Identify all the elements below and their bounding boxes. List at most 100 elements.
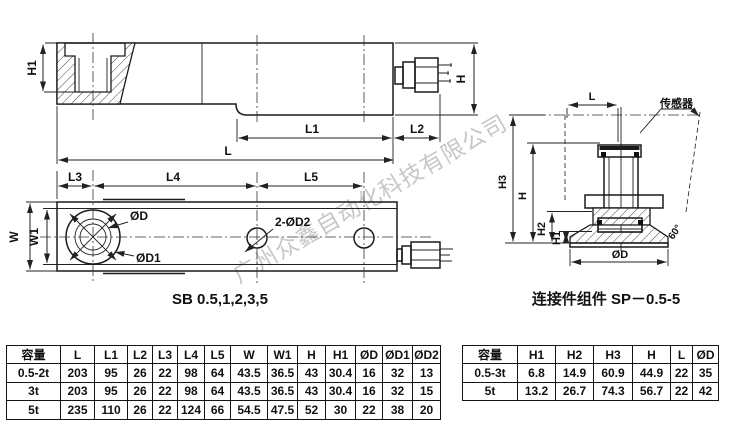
table-cell: 35 (692, 363, 719, 383)
table-cell: 30.4 (325, 381, 356, 402)
dim-label-l-sp: L (589, 91, 596, 103)
table-cell: 98 (177, 363, 205, 383)
table-header-cell: ØD (692, 344, 719, 365)
table-cell: 15 (412, 381, 441, 402)
table-cell: 64 (204, 381, 231, 402)
table-header-cell: H1 (517, 344, 556, 365)
table-cell: 26 (127, 400, 153, 420)
table-cell: 124 (177, 400, 205, 420)
sensor-callout-label: 传感器 (659, 96, 694, 110)
table-header-cell: L1 (94, 344, 128, 365)
table-header-cell: ØD (355, 344, 383, 365)
table-cell: 43.5 (230, 363, 268, 383)
table-cell: 203 (60, 381, 95, 402)
table-cell: 43.5 (230, 381, 268, 402)
table-header-cell: L3 (152, 344, 178, 365)
table-cell: 5t (462, 381, 518, 402)
table-header-cell: H (297, 344, 326, 365)
table-cell: 26 (127, 381, 153, 402)
table-header-cell: ØD2 (412, 344, 441, 365)
table-cell: 30.4 (325, 363, 356, 383)
table-cell: 22 (152, 363, 178, 383)
table-cell: 26.7 (555, 381, 594, 402)
table-cell: 66 (204, 400, 231, 420)
table-cell: 38 (382, 400, 413, 420)
table-cell: 30 (325, 400, 356, 420)
dim-label-l: L (224, 144, 231, 158)
table-cell: 22 (355, 400, 383, 420)
dim-label-w1: W1 (27, 228, 41, 246)
table-cell: 42 (692, 381, 719, 402)
table-cell: 43 (297, 381, 326, 402)
table-header-cell: L5 (204, 344, 231, 365)
dim-label-w: W (7, 231, 21, 243)
dim-label-h1-side: H1 (25, 60, 39, 76)
sp-assembly-drawing: 传感器 60° L (497, 91, 701, 308)
table-cell: 54.5 (230, 400, 268, 420)
table-header-cell: ØD1 (382, 344, 413, 365)
table-cell: 110 (94, 400, 128, 420)
sb-model-caption: SB 0.5,1,2,3,5 (172, 291, 268, 308)
dim-label-h1-sp: H1 (551, 231, 563, 245)
table-header-cell: H3 (593, 344, 633, 365)
table-cell: 6.8 (517, 363, 556, 383)
side-view-drawing: H1 H L1 L2 L (25, 33, 478, 164)
table-cell: 60.9 (593, 363, 633, 383)
table-cell: 98 (177, 381, 205, 402)
table-cell: 14.9 (555, 363, 594, 383)
table-header-cell: L2 (127, 344, 153, 365)
table-cell: 20 (412, 400, 441, 420)
dim-label-l3: L3 (68, 170, 82, 184)
table-cell: 235 (60, 400, 95, 420)
table-cell: 95 (94, 363, 128, 383)
dim-label-h2-sp: H2 (536, 222, 548, 236)
table-cell: 22 (152, 381, 178, 402)
dim-label-od-sp: ØD (612, 249, 629, 261)
table-cell: 44.9 (632, 363, 671, 383)
table-cell: 13.2 (517, 381, 556, 402)
table-cell: 52 (297, 400, 326, 420)
table-header-cell: L4 (177, 344, 205, 365)
table-cell: 47.5 (267, 400, 298, 420)
table-header-cell: 容量 (462, 344, 518, 365)
table-cell: 3t (6, 381, 61, 402)
dim-label-h-sp: H (517, 192, 529, 200)
table-cell: 22 (152, 400, 178, 420)
cable-wires (440, 248, 453, 262)
table-cell: 64 (204, 363, 231, 383)
cable-connector-top (396, 241, 453, 269)
dim-label-od2: 2-ØD2 (275, 215, 311, 229)
table-header-cell: W (230, 344, 268, 365)
table-cell: 32 (382, 381, 413, 402)
table-cell: 0.5-3t (462, 363, 518, 383)
dim-label-h3-sp: H3 (497, 175, 509, 189)
table-cell: 36.5 (267, 363, 298, 383)
dim-label-l1: L1 (305, 122, 319, 136)
technical-drawing-canvas: H1 H L1 L2 L ØD (7, 33, 701, 308)
top-view-drawing: ØD ØD1 2-ØD2 W W1 L3 L4 L5 (7, 170, 453, 308)
dim-label-h-side: H (454, 75, 468, 84)
table-cell: 22 (670, 381, 693, 402)
dim-label-l2: L2 (410, 122, 424, 136)
cable-connector-side (394, 57, 452, 93)
table-cell: 95 (94, 381, 128, 402)
table-cell: 22 (670, 363, 693, 383)
sp-assembly-caption: 连接件组件 SP－0.5-5 (532, 290, 680, 308)
table-cell: 0.5-2t (6, 363, 61, 383)
table-header-cell: H1 (325, 344, 356, 365)
table-cell: 5t (6, 400, 61, 420)
dim-label-od1: ØD1 (136, 251, 161, 265)
table-cell: 74.3 (593, 381, 633, 402)
table-cell: 36.5 (267, 381, 298, 402)
